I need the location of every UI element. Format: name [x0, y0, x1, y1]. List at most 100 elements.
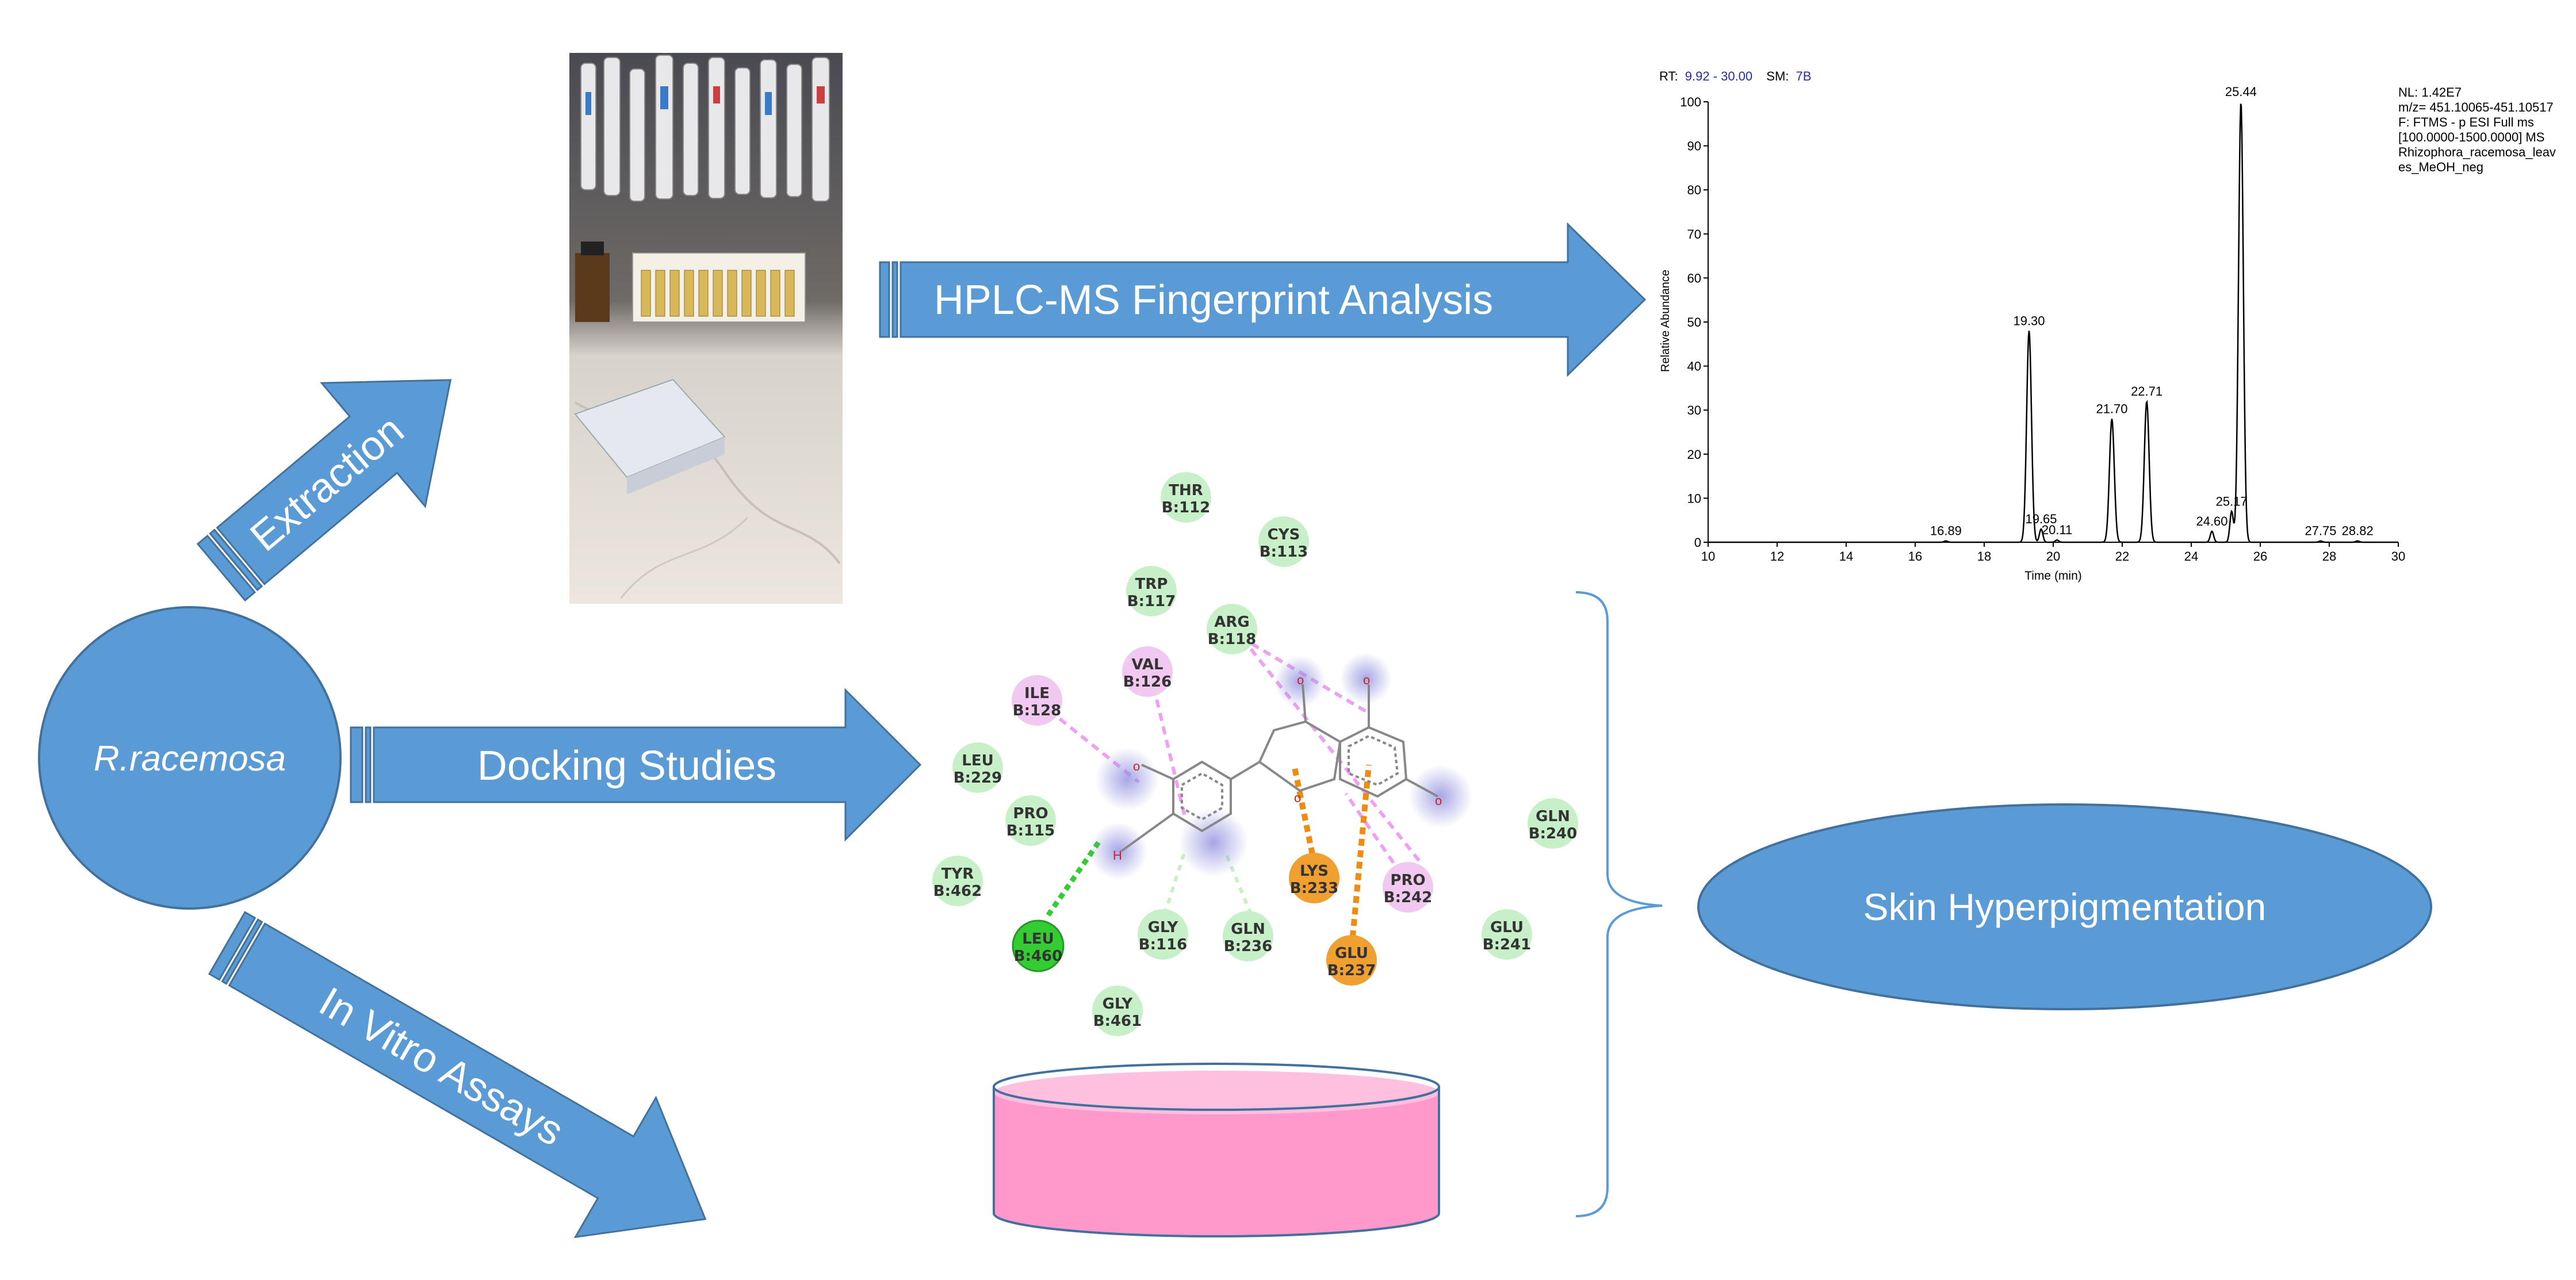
invitro-label: In Vitro Assays — [312, 979, 571, 1155]
residue-id: B:126 — [1123, 673, 1172, 691]
sm-value: 7B — [1796, 69, 1812, 83]
residue-disc — [1223, 911, 1273, 961]
peak-label: 27.75 — [2305, 524, 2336, 538]
ligand-structure — [1120, 684, 1438, 852]
residue-disc — [1482, 909, 1532, 960]
residue-name: LEU — [1022, 930, 1054, 948]
y-tick-label: 70 — [1687, 227, 1701, 242]
peak-label: 16.89 — [1930, 524, 1962, 538]
rt-value: 9.92 - 30.00 — [1685, 69, 1752, 83]
y-tick-label: 30 — [1687, 403, 1701, 417]
docking-label: Docking Studies — [477, 743, 776, 789]
x-axis-label: Time (min) — [2024, 569, 2082, 582]
x-tick-label: 22 — [2115, 549, 2129, 564]
residue-id: B:460 — [1014, 948, 1063, 965]
target-label: Skin Hyperpigmentation — [1863, 886, 2267, 928]
x-tick-label: 14 — [1839, 549, 1853, 564]
residue-disc — [1005, 795, 1056, 846]
residue-id: B:242 — [1384, 889, 1433, 906]
source-node: R.racemosa — [38, 606, 342, 910]
residue-disc — [1326, 935, 1377, 986]
docking-arrow: Docking Studies — [350, 688, 922, 842]
peak-label: 19.30 — [2013, 313, 2045, 328]
svg-text:o: o — [1435, 794, 1442, 808]
y-tick-label: 90 — [1687, 139, 1701, 154]
peak-label: 25.44 — [2225, 85, 2257, 99]
residue-name: GLU — [1490, 919, 1524, 936]
x-tick-label: 20 — [2046, 549, 2060, 564]
hplc-label: HPLC-MS Fingerprint Analysis — [934, 277, 1493, 323]
svg-text:o: o — [1294, 791, 1301, 805]
residue-id: B:116 — [1139, 936, 1188, 953]
lab-bench-photo — [569, 53, 843, 604]
ligand-glow — [1090, 653, 1472, 880]
residue-disc — [1092, 986, 1143, 1036]
residue-name: LEU — [962, 752, 993, 769]
residue-name: GLY — [1103, 995, 1134, 1013]
residue-id: B:462 — [933, 883, 982, 900]
residue-disc — [1207, 604, 1257, 654]
residue-disc — [1122, 646, 1173, 697]
residue-name: TYR — [941, 865, 974, 883]
rt-label: RT: — [1659, 69, 1678, 83]
residue-id: B:229 — [954, 769, 1002, 787]
svg-text:RT: 9.92 - 30.00 S: RT: 9.92 - 30.00 SM: 7B — [1659, 69, 1811, 83]
petri-dish — [993, 1063, 1440, 1237]
peak-label: 22.71 — [2131, 384, 2162, 398]
chart-trace — [1708, 104, 2398, 543]
peak-label: 24.60 — [2196, 514, 2227, 528]
residue-name: THR — [1169, 482, 1203, 499]
residue-name: ILE — [1024, 685, 1050, 702]
residue-name: GLY — [1148, 919, 1179, 936]
residue-disc — [952, 742, 1003, 793]
peak-label: 25.17 — [2216, 494, 2248, 508]
x-tick-label: 16 — [1908, 549, 1922, 564]
residue-id: B:240 — [1529, 825, 1578, 842]
svg-text:o: o — [1133, 759, 1140, 773]
ligand-atoms: o H o o o o — [1113, 673, 1442, 863]
residue-id: B:118 — [1208, 631, 1257, 648]
peak-label: 21.70 — [2096, 402, 2127, 416]
y-axis-label: Relative Abundance — [1659, 270, 1672, 372]
residue-id: B:236 — [1224, 938, 1273, 955]
peak-label: 20.11 — [2042, 523, 2072, 537]
residue-disc — [932, 856, 983, 906]
residue-id: B:237 — [1327, 962, 1376, 979]
residue-id: B:241 — [1483, 936, 1532, 953]
residue-disc — [1161, 472, 1211, 523]
residue-id: B:112 — [1162, 499, 1211, 516]
x-tick-label: 26 — [2253, 549, 2267, 564]
svg-text:H: H — [1113, 848, 1122, 863]
residue-id: B:117 — [1127, 593, 1176, 610]
chromatogram-trace — [1708, 104, 2398, 543]
residue-disc — [1138, 909, 1188, 960]
x-tick-label: 18 — [1977, 549, 1991, 564]
residue-disc — [1258, 516, 1309, 567]
sm-label: SM: — [1766, 69, 1789, 83]
docking-diagram: o H o o o o THRB:112CYSB:113TRPB:117ARGB… — [932, 472, 1578, 1036]
x-tick-label: 30 — [2391, 549, 2405, 564]
x-tick-label: 28 — [2322, 549, 2336, 564]
y-tick-label: 60 — [1687, 271, 1701, 285]
y-tick-label: 40 — [1687, 359, 1701, 374]
y-tick-label: 80 — [1687, 183, 1701, 197]
grouping-bracket — [1575, 591, 1663, 1217]
target-node: Skin Hyperpigmentation — [1697, 803, 2432, 1010]
y-tick-label: 100 — [1680, 95, 1701, 109]
svg-text:o: o — [1297, 673, 1304, 687]
